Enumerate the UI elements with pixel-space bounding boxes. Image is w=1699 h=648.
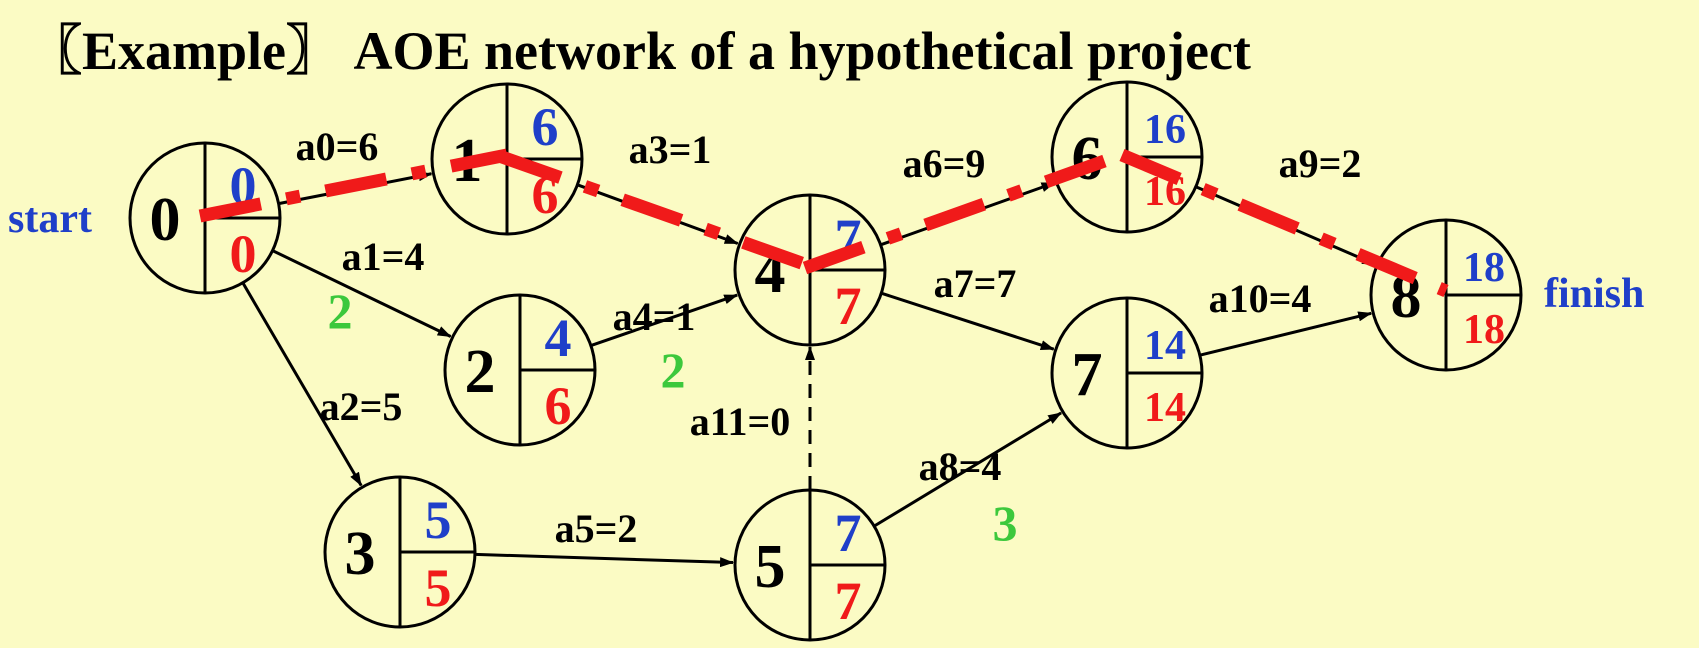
critical-path-segment <box>802 146 1130 275</box>
page-title: 〖Example〗 AOE network of a hypothetical … <box>28 21 1251 81</box>
edge-label-a8: a8=4 <box>919 444 1002 489</box>
node-7: 7 14 14 <box>1050 296 1204 450</box>
edge-label-a5: a5=2 <box>555 506 638 551</box>
node-latest-time: 6 <box>545 376 572 436</box>
node-earliest-time: 14 <box>1144 323 1186 369</box>
node-id: 7 <box>1072 341 1103 409</box>
slack-a8: 3 <box>993 495 1018 551</box>
node-id: 0 <box>150 186 181 254</box>
edge-label-a7: a7=7 <box>934 261 1017 306</box>
node-latest-time: 7 <box>835 276 862 336</box>
node-earliest-time: 5 <box>425 490 452 550</box>
edge-a2 <box>241 282 363 487</box>
node-earliest-time: 7 <box>835 503 862 563</box>
edge-label-a1: a1=4 <box>342 234 425 279</box>
edge-a5 <box>474 552 735 568</box>
edge-label-a0: a0=6 <box>296 124 379 169</box>
critical-path-segment <box>499 150 813 273</box>
node-latest-time: 5 <box>425 558 452 618</box>
edge-a4 <box>590 293 739 347</box>
edge-label-a6: a6=9 <box>903 141 986 186</box>
critical-path-segment <box>1119 149 1449 297</box>
finish-label: finish <box>1544 271 1644 317</box>
start-label: start <box>8 196 92 242</box>
edge-label-a10: a10=4 <box>1209 276 1312 321</box>
edge-labels: a0=6 a1=4 a2=5 a3=1 a4=1 a5=2 a6=9 a7=7 a8=4 a9=2… <box>8 124 1644 551</box>
node-latest-time: 7 <box>835 571 862 631</box>
node-earliest-time: 6 <box>532 97 559 157</box>
edge-a10 <box>1199 311 1373 357</box>
edge-label-a2: a2=5 <box>320 384 403 429</box>
edge-label-a11: a11=0 <box>690 399 791 444</box>
edge-a7 <box>880 291 1055 351</box>
node-id: 3 <box>345 520 376 588</box>
node-earliest-time: 18 <box>1463 245 1505 291</box>
node-earliest-time: 16 <box>1144 107 1186 153</box>
node-latest-time: 14 <box>1144 385 1186 431</box>
nodes: 000166246355477577616167141481818 <box>128 80 1523 642</box>
edge-a1 <box>271 249 452 338</box>
node-latest-time: 18 <box>1463 307 1505 353</box>
edge-label-a4: a4=1 <box>613 294 696 339</box>
node-earliest-time: 4 <box>545 308 572 368</box>
node-id: 5 <box>755 533 786 601</box>
edge-a8 <box>873 411 1062 528</box>
slack-a1: 2 <box>328 283 353 339</box>
slack-a4: 2 <box>661 342 686 398</box>
node-latest-time: 0 <box>230 224 257 284</box>
critical-path-segment <box>198 148 509 223</box>
edge-label-a9: a9=2 <box>1279 141 1362 186</box>
critical-path <box>198 146 1449 297</box>
edge-label-a3: a3=1 <box>629 127 712 172</box>
node-id: 2 <box>465 338 496 406</box>
